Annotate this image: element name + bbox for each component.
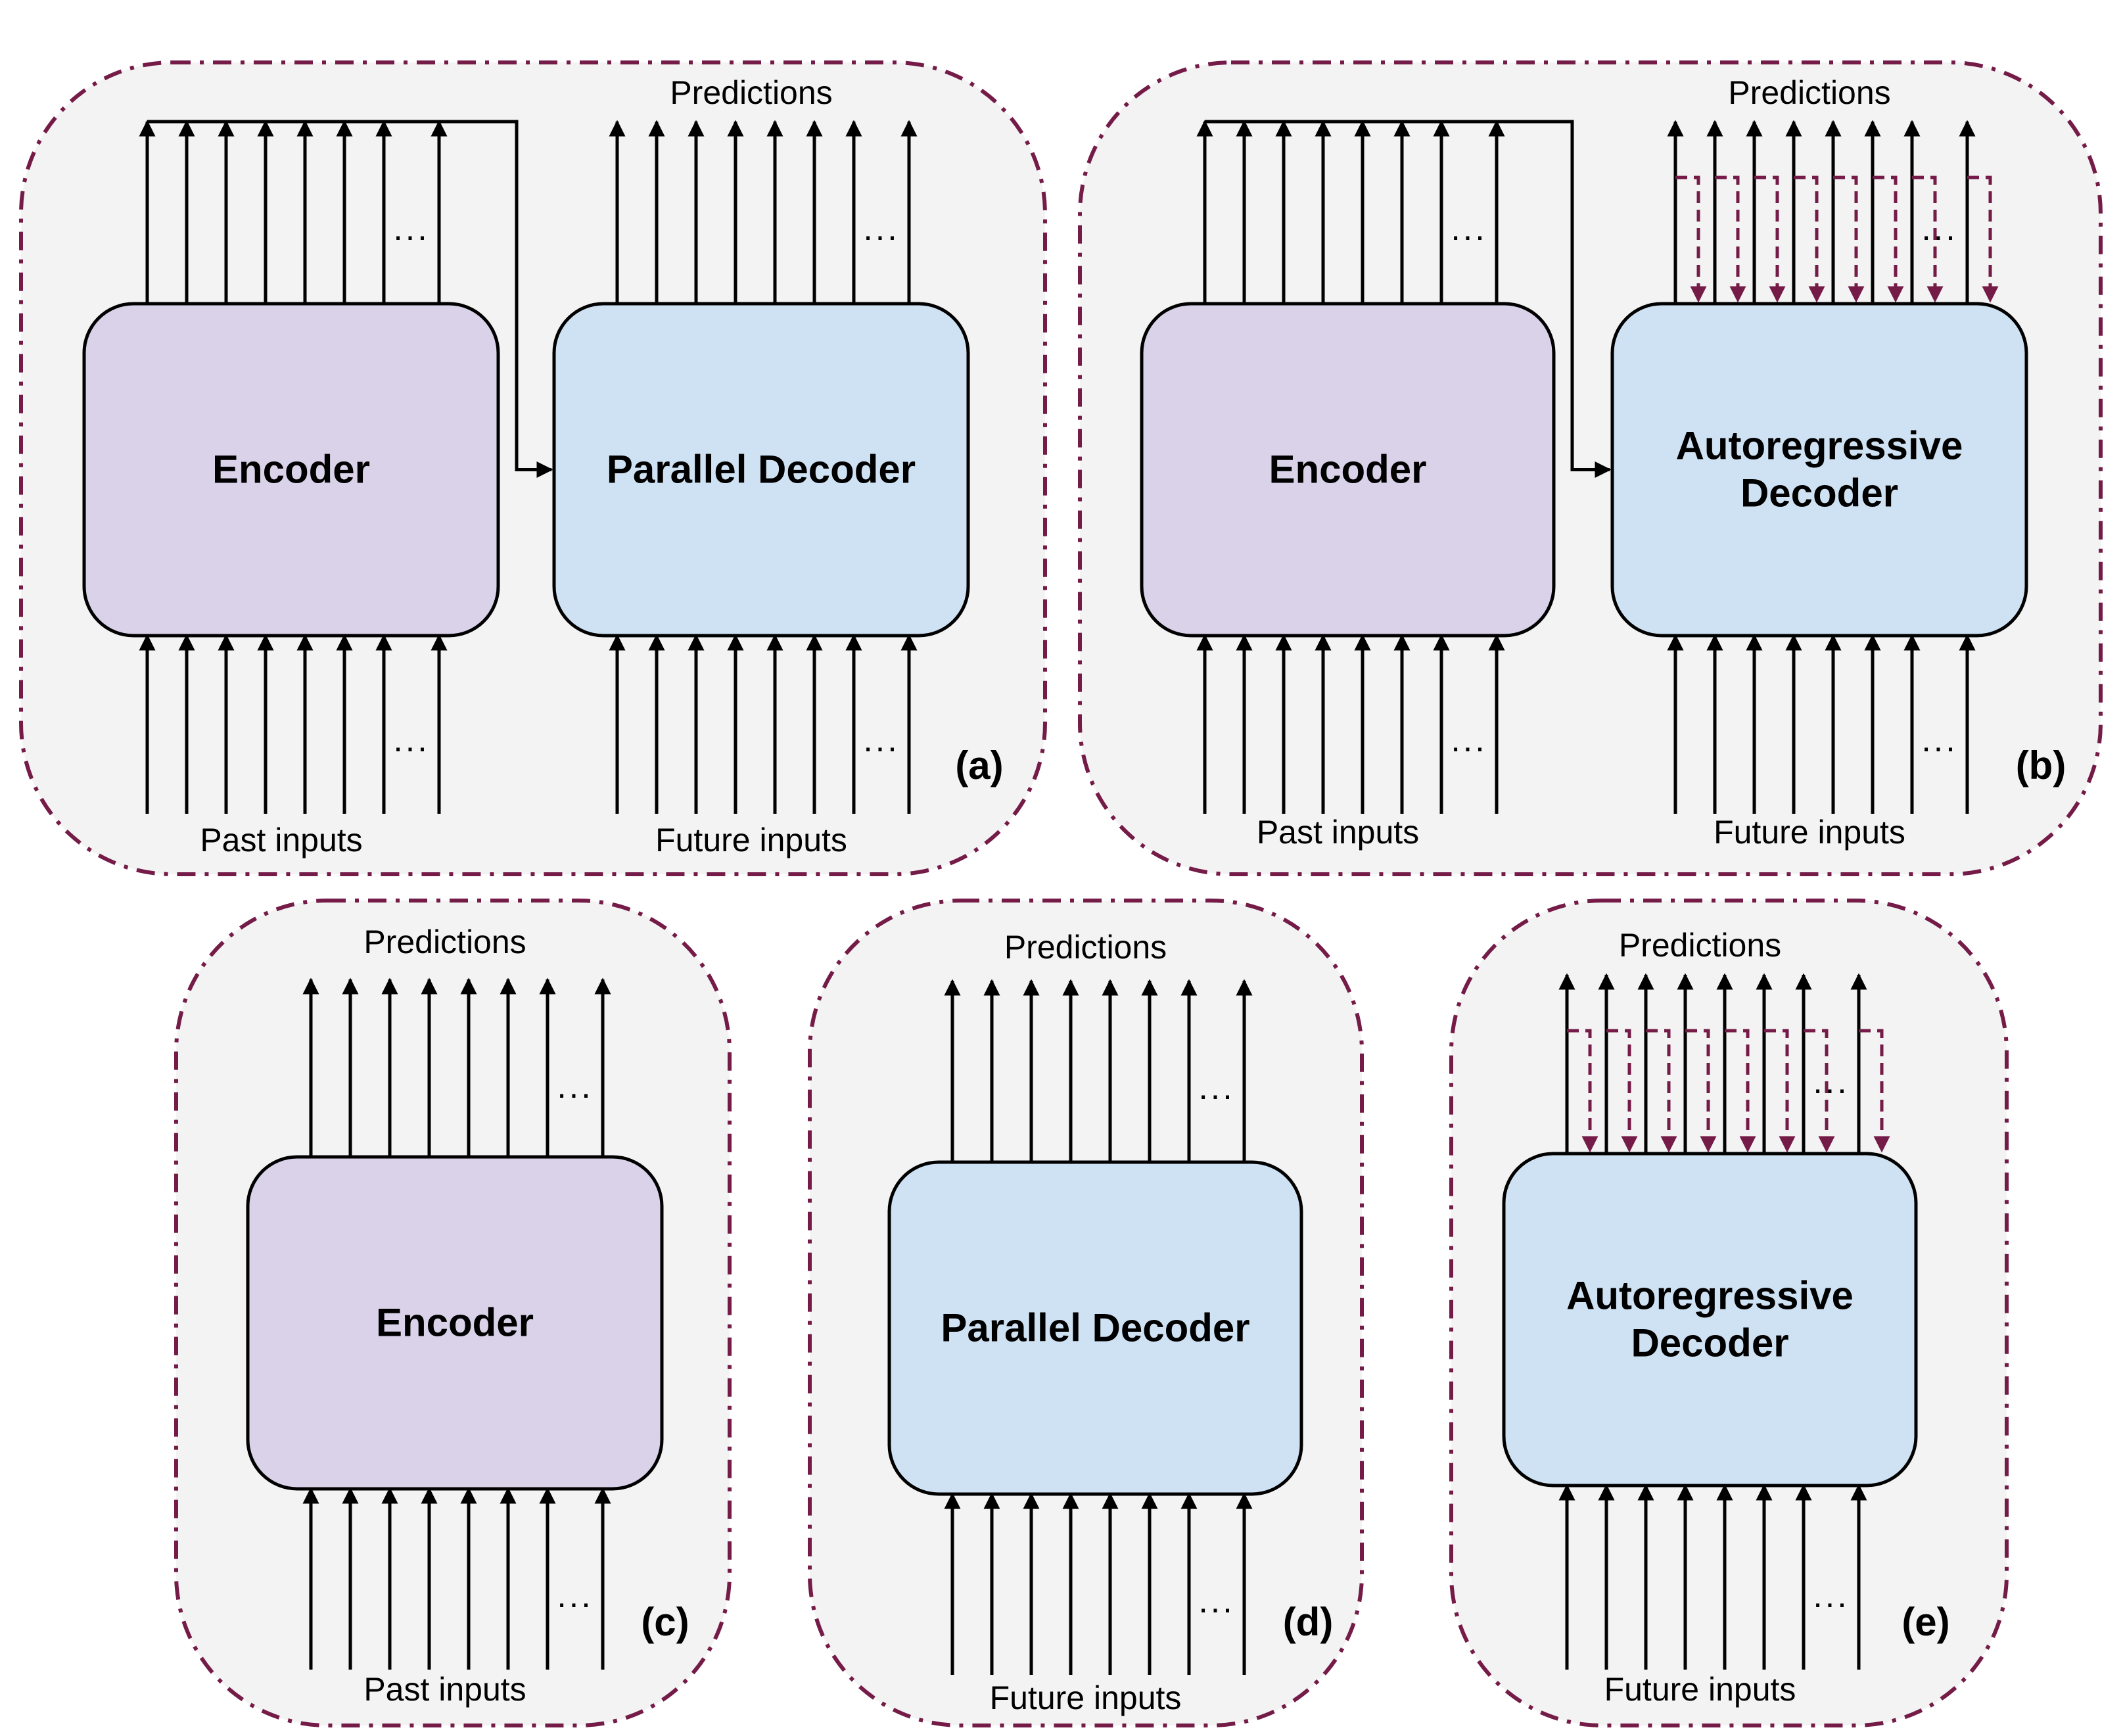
encoder-label: Encoder [212, 448, 370, 492]
feedback-arrow [1715, 176, 1746, 303]
encoder-block [82, 302, 500, 638]
feedback-arrow [1859, 1029, 1890, 1153]
panel-tag: (a) [955, 743, 1003, 787]
future-inputs-label: Future inputs [990, 1679, 1182, 1716]
ellipsis: ... [1921, 210, 1957, 248]
past-inputs-label: Past inputs [363, 1671, 526, 1708]
panel-tag: (d) [1283, 1600, 1334, 1644]
encoder-unit: Encoder...... Past inputs [1140, 120, 1556, 851]
ellipsis: ... [1813, 1577, 1849, 1615]
ellipsis: ... [393, 210, 429, 248]
decoder-label: Decoder [1631, 1321, 1788, 1365]
feedback-arrow [1567, 1029, 1598, 1153]
panel-d: Parallel Decoder...... PredictionsFuture … [808, 899, 1364, 1727]
feedback-arrow [1833, 176, 1865, 303]
decoder-label: Decoder [1740, 471, 1898, 515]
panel-tag: (c) [641, 1600, 689, 1644]
panel-a: Encoder...... Past inputs Parallel Decoder… [19, 60, 1047, 876]
ellipsis: ... [1198, 1069, 1234, 1107]
decoder-label: Parallel Decoder [941, 1306, 1249, 1350]
encoder-block [246, 1155, 664, 1491]
feedback-arrow [1685, 1029, 1717, 1153]
ellipsis: ... [863, 721, 899, 759]
feedback-arrow [1606, 1029, 1638, 1153]
encoder-unit: Encoder...... Past inputs [82, 120, 500, 858]
decoder-label: Parallel Decoder [607, 448, 916, 492]
predictions-label: Predictions [1728, 74, 1890, 111]
predictions-label: Predictions [1619, 927, 1781, 964]
decoder-unit: Parallel Decoder...... PredictionsFuture … [887, 929, 1303, 1716]
feedback-arrow [1764, 1029, 1796, 1153]
predictions-label: Predictions [363, 924, 526, 960]
feedback-arrow [1804, 1029, 1835, 1153]
feedback-arrow [1912, 176, 1944, 303]
decoder-unit: Parallel Decoder...... PredictionsFuture … [552, 74, 970, 858]
future-inputs-label: Future inputs [655, 822, 847, 858]
ellipsis: ... [1451, 721, 1487, 759]
decoder-block [552, 302, 970, 638]
future-inputs-label: Future inputs [1714, 814, 1905, 851]
future-inputs-label: Future inputs [1604, 1671, 1796, 1708]
ellipsis: ... [1813, 1063, 1849, 1101]
ellipsis: ... [863, 210, 899, 248]
ellipsis: ... [1921, 721, 1957, 759]
feedback-arrow [1873, 176, 1904, 303]
feedback-arrow [1646, 1029, 1677, 1153]
encoder-to-decoder-arrow [1205, 120, 1612, 478]
panel-b: Encoder...... Past inputs AutoregressiveDe… [1078, 60, 2103, 876]
ellipsis: ... [393, 721, 429, 759]
decoder-block [1610, 302, 2028, 638]
encoder-label: Encoder [376, 1301, 534, 1345]
past-inputs-label: Past inputs [1257, 814, 1419, 851]
panel-tag: (e) [1901, 1600, 1949, 1644]
ellipsis: ... [1451, 210, 1487, 248]
decoder-label: Autoregressive [1676, 424, 1963, 468]
ellipsis: ... [557, 1577, 593, 1615]
feedback-arrow [1675, 176, 1707, 303]
ellipsis: ... [1198, 1582, 1234, 1620]
encoder-to-decoder-arrow [147, 120, 553, 478]
decoder-label: Autoregressive [1566, 1274, 1854, 1318]
decoder-block [887, 1160, 1303, 1496]
predictions-label: Predictions [670, 74, 832, 111]
feedback-arrow [1754, 176, 1786, 303]
encoder-label: Encoder [1269, 448, 1426, 492]
panel-tag: (b) [2016, 743, 2066, 787]
encoder-block [1140, 302, 1556, 638]
feedback-arrow [1725, 1029, 1756, 1153]
predictions-label: Predictions [1004, 929, 1167, 966]
ellipsis: ... [557, 1067, 593, 1106]
feedback-arrow [1794, 176, 1825, 303]
feedback-arrow [1967, 176, 1999, 303]
past-inputs-label: Past inputs [200, 822, 362, 858]
decoder-block [1502, 1152, 1918, 1488]
